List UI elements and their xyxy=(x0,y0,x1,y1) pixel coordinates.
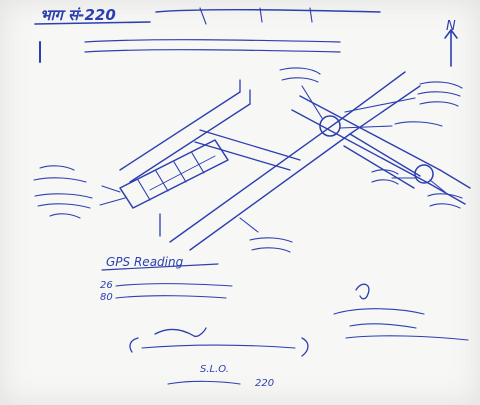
header-scribble-marks xyxy=(199,7,313,25)
main-road-north-segment xyxy=(339,71,421,135)
callout-left-top xyxy=(33,165,87,183)
cross-road-edge-south xyxy=(291,109,431,185)
signature-name-scribble xyxy=(141,344,296,349)
building-block xyxy=(119,139,229,209)
arrow-far-right xyxy=(429,179,446,193)
title-underline xyxy=(34,21,151,25)
gps-latitude-scribble xyxy=(115,283,233,287)
north-label: N xyxy=(446,19,456,34)
link-road xyxy=(194,129,301,171)
callout-top xyxy=(279,67,321,83)
callout-right-middle xyxy=(394,121,443,127)
building-rooms xyxy=(137,152,205,201)
arrow-right-middle xyxy=(339,125,393,129)
bottom-right-sketch xyxy=(355,283,370,300)
branch-road xyxy=(343,133,421,189)
callout-bottom-center xyxy=(249,237,293,253)
cross-road-east-segment xyxy=(429,169,471,205)
arrow-bottom-center xyxy=(239,217,259,233)
arrow-left-top xyxy=(101,185,121,193)
bottom-right-scribble-three xyxy=(345,335,469,341)
arrow-right-upper xyxy=(344,97,416,113)
main-road-edge-west xyxy=(169,119,341,243)
bottom-right-scribble-two xyxy=(349,323,417,329)
north-arrow-icon xyxy=(444,29,458,67)
gps-longitude-scribble xyxy=(115,295,227,299)
callout-lower-right xyxy=(371,169,399,185)
gps-heading: GPS Reading xyxy=(106,255,184,269)
bottom-right-scribble-one xyxy=(333,308,425,315)
header-scribble xyxy=(155,8,381,13)
gps-longitude-degrees: 80 xyxy=(100,292,113,303)
arrow-left-bottom xyxy=(99,197,126,206)
traffic-circle-north xyxy=(319,115,341,137)
line-one-scribble xyxy=(84,39,341,43)
callout-left-bottom xyxy=(34,193,93,219)
gps-latitude-degrees: 26 xyxy=(100,280,113,291)
signature-designation: S.L.O. xyxy=(200,364,229,375)
building-mid-line xyxy=(149,155,216,191)
callout-right-upper xyxy=(417,81,463,107)
cross-road-edge-north xyxy=(299,95,441,171)
upper-left-road-end xyxy=(239,79,251,105)
upper-left-road xyxy=(119,91,251,183)
signature-scribble xyxy=(154,327,207,338)
line-two-scribble xyxy=(84,49,341,53)
signature-part-number: 220 xyxy=(255,378,274,389)
main-road-edge-east xyxy=(189,133,351,251)
traffic-circle-east xyxy=(414,164,434,184)
gps-heading-underline xyxy=(101,263,219,271)
arrow-top-road xyxy=(301,85,323,119)
signature-part-scribble xyxy=(167,380,241,385)
signature-name-brackets xyxy=(129,337,309,357)
callout-far-right xyxy=(427,193,463,209)
part-number-title: भाग सं-220 xyxy=(40,6,116,24)
